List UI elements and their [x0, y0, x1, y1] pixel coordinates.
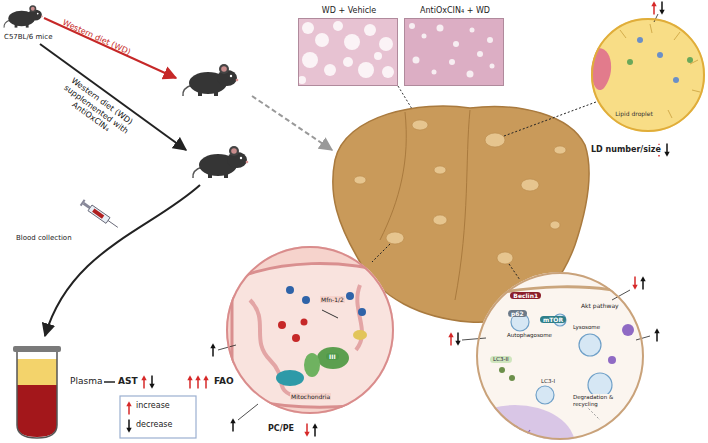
annotation-label: Blood collection — [16, 234, 72, 242]
plasma-layer — [17, 359, 57, 385]
autophagy-circle-text: Akt pathway — [580, 302, 620, 309]
autophagy-circle-text: mTOR — [540, 316, 566, 323]
histology-panel: WD + Vehicle — [298, 18, 398, 86]
annotation-label: Western diet (WD) supplemented with Anti… — [40, 63, 152, 156]
mitochondria-circle-text: Mitochondria — [290, 393, 331, 400]
tube-outline — [8, 345, 66, 441]
circle-outline — [226, 246, 394, 414]
lipid-droplet-art — [591, 14, 705, 132]
autophagy-circle-text: Beclin1 — [510, 292, 541, 299]
autophagy-art — [455, 272, 650, 443]
syringe — [80, 199, 120, 230]
plasma-tube-text: Plasma — [70, 376, 102, 387]
legend-text: decrease — [136, 420, 172, 430]
plasma-tube: Plasma — [8, 345, 66, 441]
tube-wall — [17, 349, 57, 438]
autophagy-circle-text: LC3-I — [540, 378, 556, 385]
annotation-label: PC/PE — [268, 424, 294, 434]
annotation-label: LD number/size — [590, 145, 662, 155]
circle-border — [592, 19, 704, 131]
lipid-droplet-circle: Lipid droplet — [591, 18, 705, 132]
histology — [298, 18, 504, 122]
autophagy-circle-text: LC3-II — [490, 356, 512, 363]
legend-text: increase — [136, 401, 170, 411]
mitochondria-art — [218, 246, 400, 420]
change-arrows — [141, 1, 669, 436]
mitochondria-circle-text: Mfn-1/2 — [320, 296, 345, 303]
annotation-label: FAO — [214, 376, 234, 387]
autophagy-circle-text: p62 — [508, 310, 527, 317]
circle-border — [477, 273, 643, 439]
mice — [4, 5, 248, 178]
legend-box — [120, 396, 196, 438]
mitochondria-circle-text: III — [326, 353, 339, 360]
autophagy-circle: Beclin1 p62 mTOR Akt pathwayAutophagosome Ly… — [476, 272, 644, 440]
blood-cells — [17, 385, 57, 437]
annotation-label: C57BL/6 mice — [4, 33, 52, 41]
histology-panel: AntiOxCIN₄ + WD — [404, 18, 504, 86]
autophagy-circle-text: Autophagosome — [506, 332, 553, 339]
lipid-droplet-circle-text: Lipid droplet — [614, 110, 654, 117]
mitochondria-circle: Mfn-1/2III Mitochondria — [226, 246, 394, 414]
annotation-label: Western diet (WD) — [61, 18, 132, 57]
autophagy-circle-text: Degradation & recycling — [572, 394, 620, 407]
tube-cap — [13, 346, 61, 352]
diet-arrows — [40, 18, 332, 336]
plasma-connector — [104, 382, 115, 383]
histology-panel-text: WD + Vehicle — [299, 6, 399, 16]
circle-border — [227, 247, 393, 413]
autophagy-circle-text: Lysosome — [572, 324, 601, 331]
histology-panel-text: AntiOxCIN₄ + WD — [405, 6, 505, 16]
annotation-label: AST — [118, 376, 138, 387]
